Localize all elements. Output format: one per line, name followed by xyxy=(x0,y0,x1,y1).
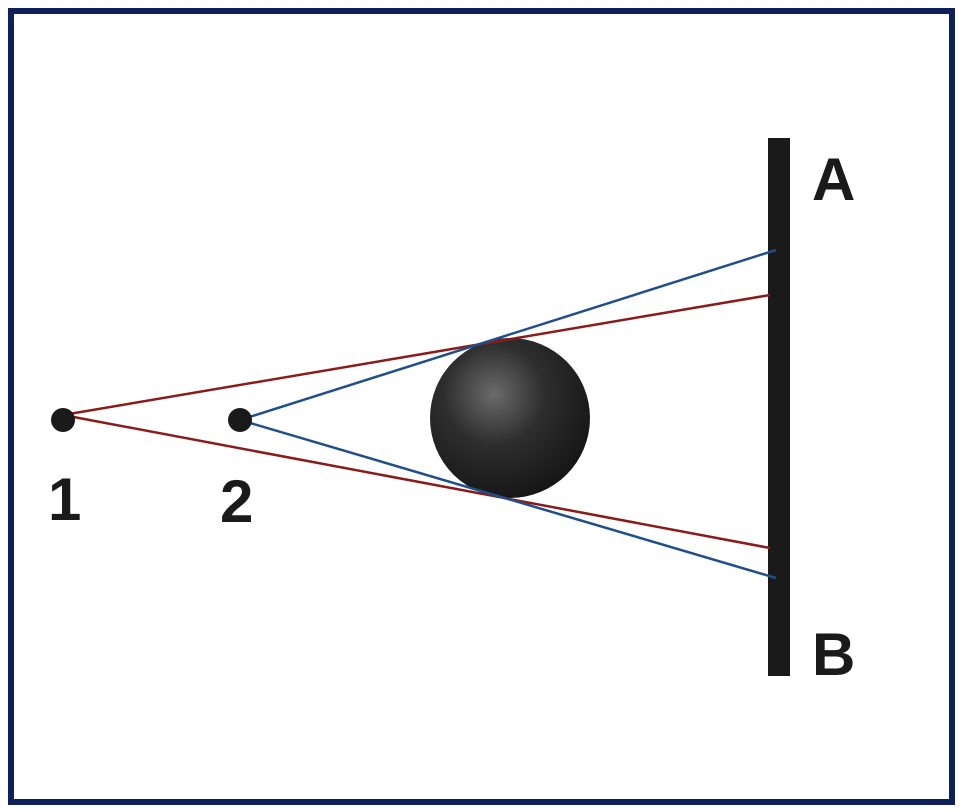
label-source-2: 2 xyxy=(220,468,253,535)
screen-bar xyxy=(768,138,790,676)
opaque-ball xyxy=(430,338,590,498)
point-source-2 xyxy=(228,408,252,432)
label-screen-bottom: B xyxy=(812,621,855,688)
label-screen-top: A xyxy=(812,146,855,213)
point-source-1 xyxy=(51,408,75,432)
ray-source-1-lower xyxy=(62,413,771,550)
ray-source-2-upper xyxy=(239,248,777,422)
ray-source-1-upper xyxy=(62,293,771,417)
ray-source-2-lower xyxy=(239,418,777,580)
label-source-1: 1 xyxy=(48,466,81,533)
